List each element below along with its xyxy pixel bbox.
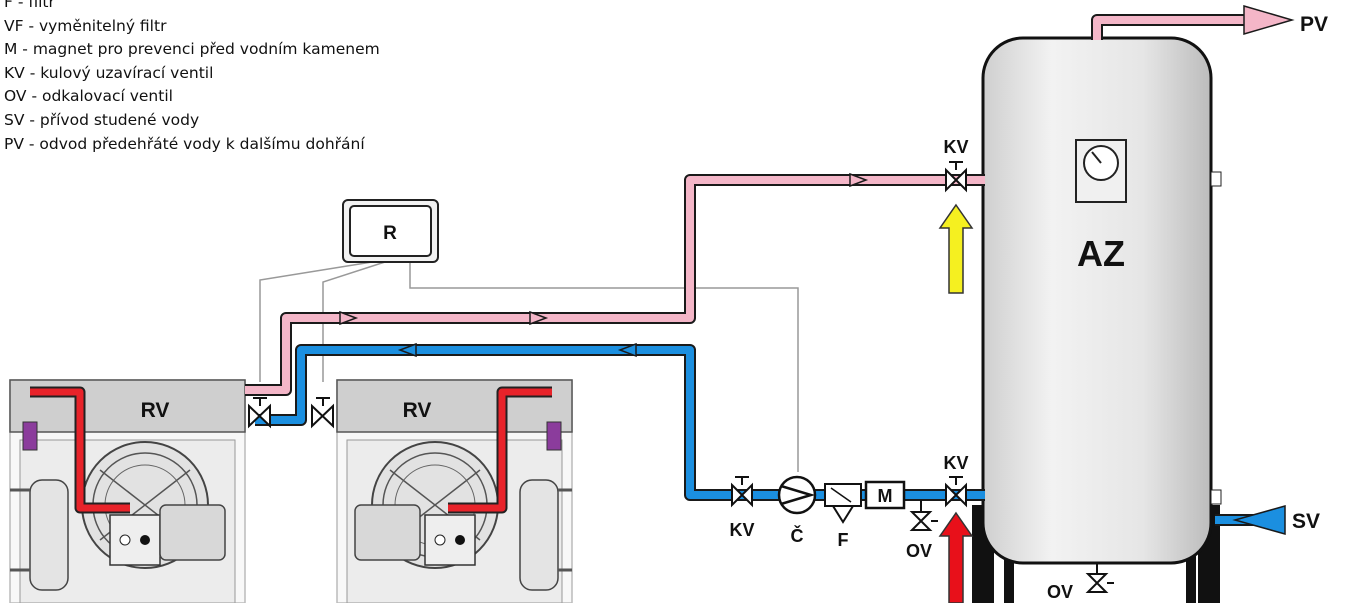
legend-item-f: F - filtr [4, 0, 55, 11]
heat-pump-right: RV [336, 379, 573, 603]
kv-mid-label: KV [943, 453, 968, 473]
drain-valve-mid [909, 500, 938, 531]
tank-label: AZ [1077, 233, 1125, 274]
storage-tank: AZ [972, 36, 1222, 603]
filter-label: F [838, 530, 849, 550]
valve-kv-mid [945, 476, 967, 508]
ov-bottom-label: OV [1047, 582, 1073, 602]
valve-kv-left [731, 476, 753, 508]
hot-water-pipe [245, 14, 1270, 396]
magnet-label: M [878, 486, 893, 506]
filter [824, 483, 862, 524]
kv-left-label: KV [729, 520, 754, 540]
yellow-arrow [938, 203, 974, 294]
heat-pump-right-label: RV [403, 399, 432, 422]
legend-item-kv: KV - kulový uzavírací ventil [4, 63, 214, 82]
valve-hot-left [248, 397, 271, 429]
heat-pump-left: RV [9, 379, 246, 603]
valve-kv-top [945, 161, 967, 193]
kv-top-label: KV [943, 137, 968, 157]
pump-label: Č [791, 525, 804, 546]
legend: F - filtr VF - vyměnitelný filtr M - mag… [4, 0, 380, 156]
drain-valve-bottom [1085, 563, 1114, 593]
legend-item-m: M - magnet pro prevenci před vodním kame… [4, 40, 380, 59]
legend-item-sv: SV - přívod studené vody [4, 110, 200, 129]
red-arrow [938, 511, 974, 603]
legend-item-ov: OV - odkalovací ventil [4, 87, 173, 106]
legend-item-pv: PV - odvod předehřáté vody k dalšímu doh… [4, 134, 365, 153]
pump [777, 475, 817, 515]
magnet: M [864, 480, 906, 510]
valve-hot-right [311, 397, 334, 429]
refrigerant-lines [30, 386, 552, 514]
pv-label: PV [1300, 13, 1328, 36]
heat-pump-left-label: RV [141, 399, 170, 422]
legend-item-vf: VF - vyměnitelný filtr [4, 16, 167, 35]
regulator-box: R [342, 199, 439, 263]
ov-mid-label: OV [906, 541, 932, 561]
regulator-label: R [383, 223, 397, 244]
flow-arrows [339, 5, 1295, 535]
sv-label: SV [1292, 510, 1320, 533]
